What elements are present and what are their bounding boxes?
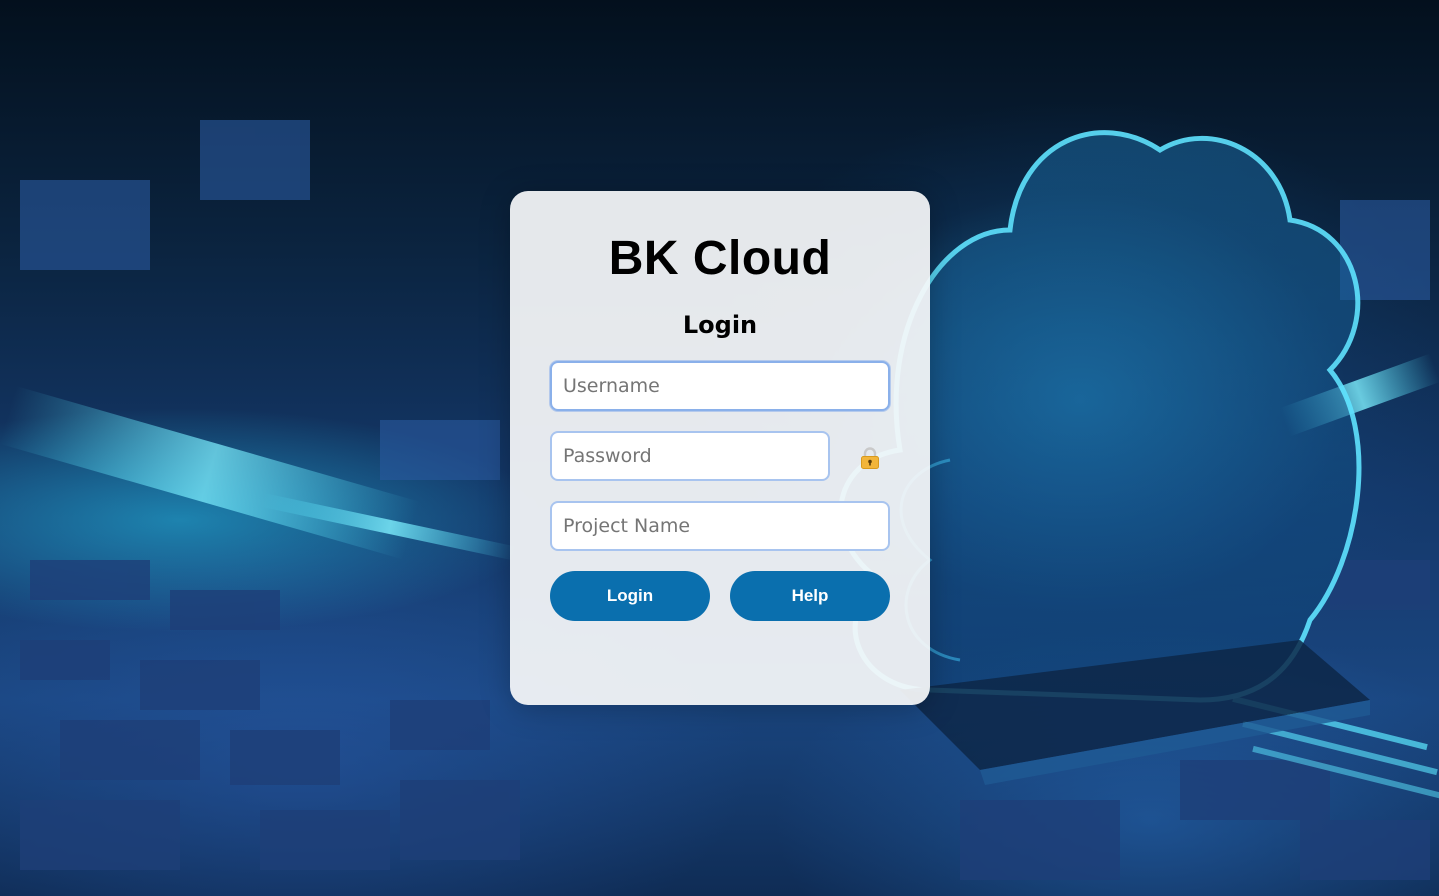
password-input[interactable] <box>550 431 830 481</box>
login-card: BK Cloud Login Login Help <box>510 191 930 705</box>
login-button[interactable]: Login <box>550 571 710 621</box>
project-name-input[interactable] <box>550 501 890 551</box>
login-heading: Login <box>682 311 758 339</box>
help-button[interactable]: Help <box>730 571 890 621</box>
app-title: BK Cloud <box>608 232 832 285</box>
lock-icon[interactable] <box>860 447 880 469</box>
username-input[interactable] <box>550 361 890 411</box>
